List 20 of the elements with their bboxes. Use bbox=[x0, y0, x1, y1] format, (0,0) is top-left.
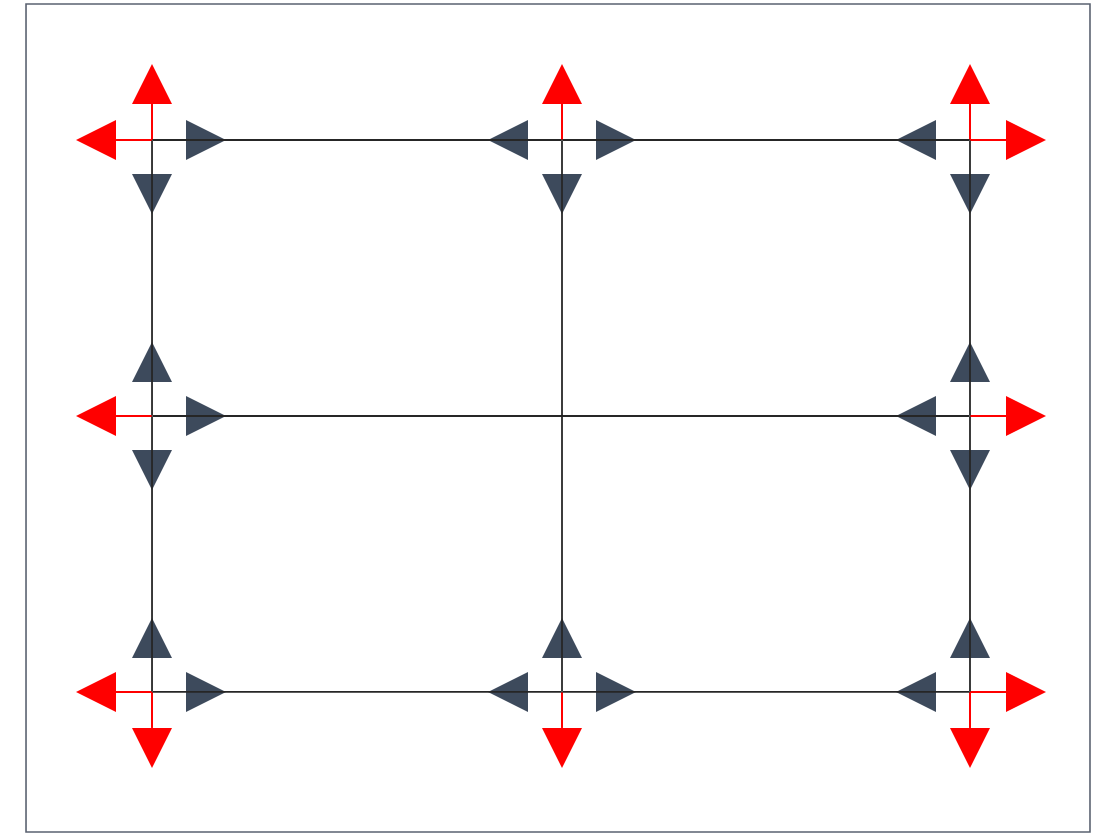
grid-line bbox=[969, 139, 971, 417]
grid-line bbox=[561, 139, 563, 417]
grid-line bbox=[151, 415, 563, 417]
grid-line bbox=[151, 139, 153, 417]
grid-line bbox=[151, 139, 563, 141]
arrow-cross bbox=[896, 342, 1046, 490]
grid-line bbox=[969, 415, 971, 693]
arrow-cross bbox=[76, 342, 226, 490]
arrow-cross bbox=[76, 618, 226, 768]
grid-line bbox=[561, 691, 971, 693]
arrow-cross bbox=[896, 618, 1046, 768]
grid-line bbox=[151, 415, 153, 693]
grid-line bbox=[561, 415, 971, 417]
arrow-cross bbox=[76, 64, 226, 214]
arrow-cross bbox=[896, 64, 1046, 214]
arrow-cross bbox=[488, 64, 636, 214]
grid-line bbox=[561, 415, 563, 693]
arrow-cross bbox=[488, 618, 636, 768]
grid-line bbox=[561, 139, 971, 141]
grid-line bbox=[151, 691, 563, 693]
